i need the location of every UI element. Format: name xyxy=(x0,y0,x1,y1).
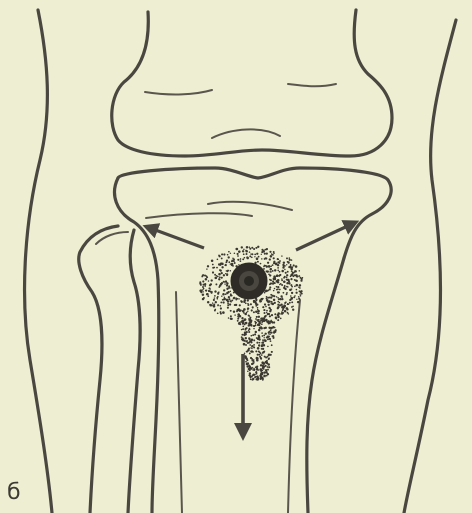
soft-tissue-right-outline xyxy=(404,20,456,513)
soft-tissue-left-outline xyxy=(25,10,52,513)
femur-epiphyseal-line-left xyxy=(145,90,212,94)
fibula-head-line xyxy=(96,232,128,244)
arrow-up-left-icon xyxy=(150,228,204,248)
arrow-up-right-icon xyxy=(296,224,352,250)
fibula-outline xyxy=(79,226,118,513)
femur-intercondylar-notch xyxy=(212,129,280,138)
fibula-inner-outline xyxy=(128,230,140,513)
panel-label: б xyxy=(7,482,21,504)
tibia-medullary-canal-left xyxy=(176,292,182,513)
tibia-plateau-outline xyxy=(118,168,391,258)
tibia-medullary-canal-right xyxy=(288,300,300,513)
femur-outline xyxy=(112,10,392,156)
lesion-core xyxy=(244,276,254,286)
tibia-physis-line-2 xyxy=(208,202,292,210)
tibia-lateral-outline xyxy=(307,258,344,513)
femur-epiphyseal-line-right xyxy=(288,84,336,86)
tibia-physis-line xyxy=(146,213,252,218)
